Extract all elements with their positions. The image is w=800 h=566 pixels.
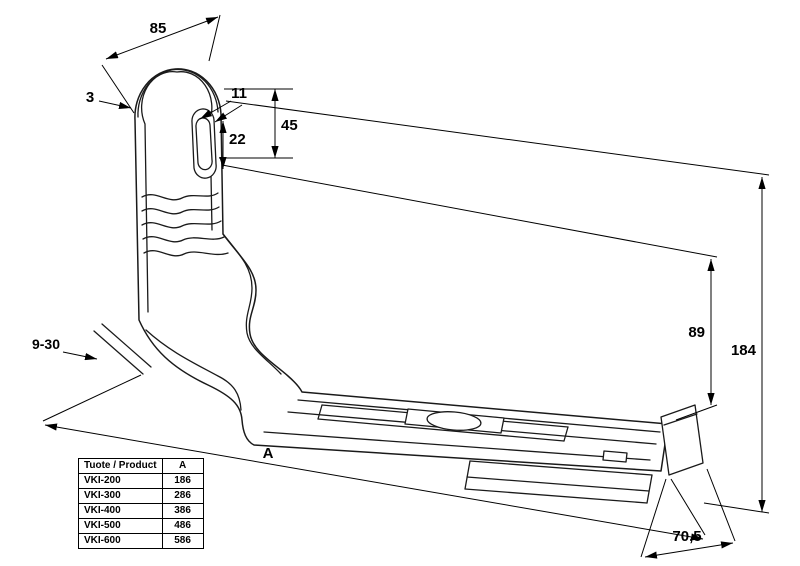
dim-label-9-30: 9-30 (32, 336, 60, 352)
table-row: VKI-600 586 (78, 533, 204, 549)
dim-label-45: 45 (281, 117, 298, 134)
plate-thickness-edge (137, 68, 219, 118)
leader-line-3 (98, 100, 132, 109)
table-row: VKI-500 486 (78, 518, 204, 534)
table-row: VKI-300 286 (78, 488, 204, 504)
bend-contour-left (145, 329, 242, 411)
product-cell: VKI-500 (78, 518, 163, 534)
dimension-labels: 85 3 11 22 45 89 184 9-30 A 70,5 (32, 20, 757, 545)
ext-line (675, 404, 718, 421)
dim-line-70-5 (644, 541, 734, 559)
end-rect-slot (602, 450, 628, 463)
product-cell: VKI-600 (78, 533, 163, 549)
ext-line (225, 100, 770, 176)
table-row: VKI-200 186 (78, 473, 204, 489)
dim-label-89: 89 (688, 324, 705, 341)
mounting-slot-outer (191, 108, 217, 179)
end-flange (660, 404, 704, 476)
ext-line (101, 64, 135, 114)
table-row: VKI-400 386 (78, 503, 204, 519)
corrugation-lines (141, 192, 229, 257)
dim-label-85: 85 (150, 20, 167, 37)
product-cell: VKI-300 (78, 488, 163, 504)
dimension-lines (42, 14, 770, 559)
dim-label-184: 184 (731, 342, 757, 359)
dim-label-A: A (263, 445, 274, 462)
header-a-value: A (161, 458, 204, 474)
leader-line-9-30 (62, 351, 98, 361)
ext-line (208, 14, 221, 62)
dim-label-11: 11 (231, 85, 247, 102)
product-cell: VKI-200 (78, 473, 163, 489)
product-table: Tuote / Product A VKI-200 186 VKI-300 28… (78, 458, 204, 549)
leader-line-11a (199, 100, 232, 120)
mounting-slot-inner (195, 117, 213, 171)
ext-line (703, 502, 770, 514)
dim-line-85 (105, 16, 219, 60)
ext-line (221, 164, 718, 258)
plate-inner-edge (141, 70, 213, 313)
product-cell: VKI-400 (78, 503, 163, 519)
value-cell: 386 (161, 503, 204, 519)
ext-line (706, 468, 736, 542)
bend-contour-right (222, 233, 282, 375)
wall-reference-lines (93, 323, 152, 375)
table-header-row: Tuote / Product A (78, 458, 204, 474)
dim-line-A (44, 423, 704, 541)
value-cell: 286 (161, 488, 204, 504)
value-cell: 186 (161, 473, 204, 489)
bracket-body (93, 68, 704, 504)
dim-label-70-5: 70,5 (672, 528, 701, 545)
leader-line-11b (214, 104, 243, 123)
dim-label-3: 3 (86, 89, 94, 106)
value-cell: 586 (161, 533, 204, 549)
value-cell: 486 (161, 518, 204, 534)
end-flange-fold (663, 413, 698, 426)
dim-label-22: 22 (229, 131, 246, 148)
ext-line (670, 478, 706, 536)
header-product: Tuote / Product (78, 458, 163, 474)
ext-line (42, 374, 142, 422)
